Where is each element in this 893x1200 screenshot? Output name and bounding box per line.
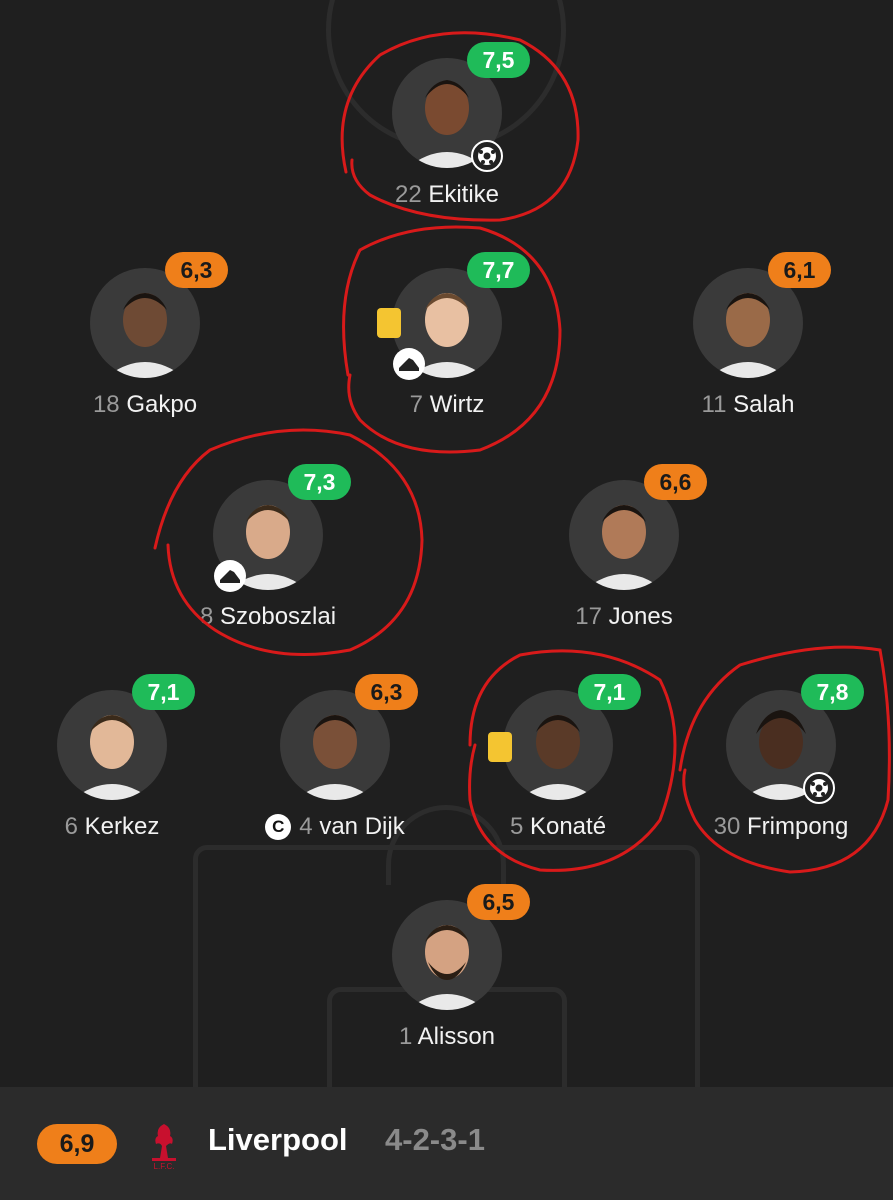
player-card-jones[interactable]: 6,6 17 Jones bbox=[514, 464, 734, 630]
player-name-gakpo: 18 Gakpo bbox=[92, 391, 198, 418]
player-card-frimpong[interactable]: 7,8 30 Frimpong bbox=[671, 674, 891, 840]
rating-badge: 6,6 bbox=[644, 464, 707, 500]
player-name-jones: 17 Jones bbox=[575, 603, 673, 630]
player-card-kerkez[interactable]: 7,1 6 Kerkez bbox=[2, 674, 222, 840]
rating-badge: 7,7 bbox=[467, 252, 530, 288]
yellow-card-icon bbox=[377, 308, 401, 338]
liverpool-crest-icon: L.F.C. bbox=[146, 1120, 182, 1175]
svg-text:L.F.C.: L.F.C. bbox=[154, 1162, 175, 1170]
goal-icon bbox=[471, 140, 503, 172]
player-card-salah[interactable]: 6,1 11 Salah bbox=[638, 252, 858, 418]
rating-badge: 7,3 bbox=[288, 464, 351, 500]
player-name-alisson: 1 Alisson bbox=[398, 1023, 496, 1050]
team-rating-badge: 6,9 bbox=[37, 1124, 117, 1164]
rating-badge: 6,3 bbox=[355, 674, 418, 710]
rating-badge: 7,5 bbox=[467, 42, 530, 78]
player-name-wirtz: 7 Wirtz bbox=[409, 391, 485, 418]
rating-badge: 7,1 bbox=[578, 674, 641, 710]
player-name-ekitike: 22 Ekitike bbox=[394, 181, 500, 208]
player-name-kerkez: 6 Kerkez bbox=[64, 813, 160, 840]
player-card-alisson[interactable]: 6,5 1 Alisson bbox=[337, 884, 557, 1050]
captain-icon: C bbox=[265, 814, 292, 840]
player-card-szoboszlai[interactable]: 7,3 8 Szoboszlai bbox=[158, 464, 378, 630]
goal-icon bbox=[803, 772, 835, 804]
rating-badge: 6,1 bbox=[768, 252, 831, 288]
player-card-wirtz[interactable]: 7,7 7 Wirtz bbox=[337, 252, 557, 418]
player-name-szoboszlai: 8 Szoboszlai bbox=[199, 603, 337, 630]
player-card-gakpo[interactable]: 6,3 18 Gakpo bbox=[35, 252, 255, 418]
player-name-frimpong: 30 Frimpong bbox=[713, 813, 849, 840]
rating-badge: 6,3 bbox=[165, 252, 228, 288]
assist-boot-icon bbox=[393, 348, 425, 380]
player-photo-gakpo bbox=[90, 268, 200, 378]
player-card-ekitike[interactable]: 7,5 22 Ekitike bbox=[337, 42, 557, 208]
rating-badge: 7,1 bbox=[132, 674, 195, 710]
assist-boot-icon bbox=[214, 560, 246, 592]
team-name: Liverpool bbox=[208, 1122, 348, 1157]
yellow-card-icon bbox=[488, 732, 512, 762]
player-name-salah: 11 Salah bbox=[701, 391, 795, 418]
rating-badge: 7,8 bbox=[801, 674, 864, 710]
team-formation: 4-2-3-1 bbox=[385, 1122, 485, 1157]
rating-badge: 6,5 bbox=[467, 884, 530, 920]
team-footer bbox=[0, 1087, 893, 1200]
